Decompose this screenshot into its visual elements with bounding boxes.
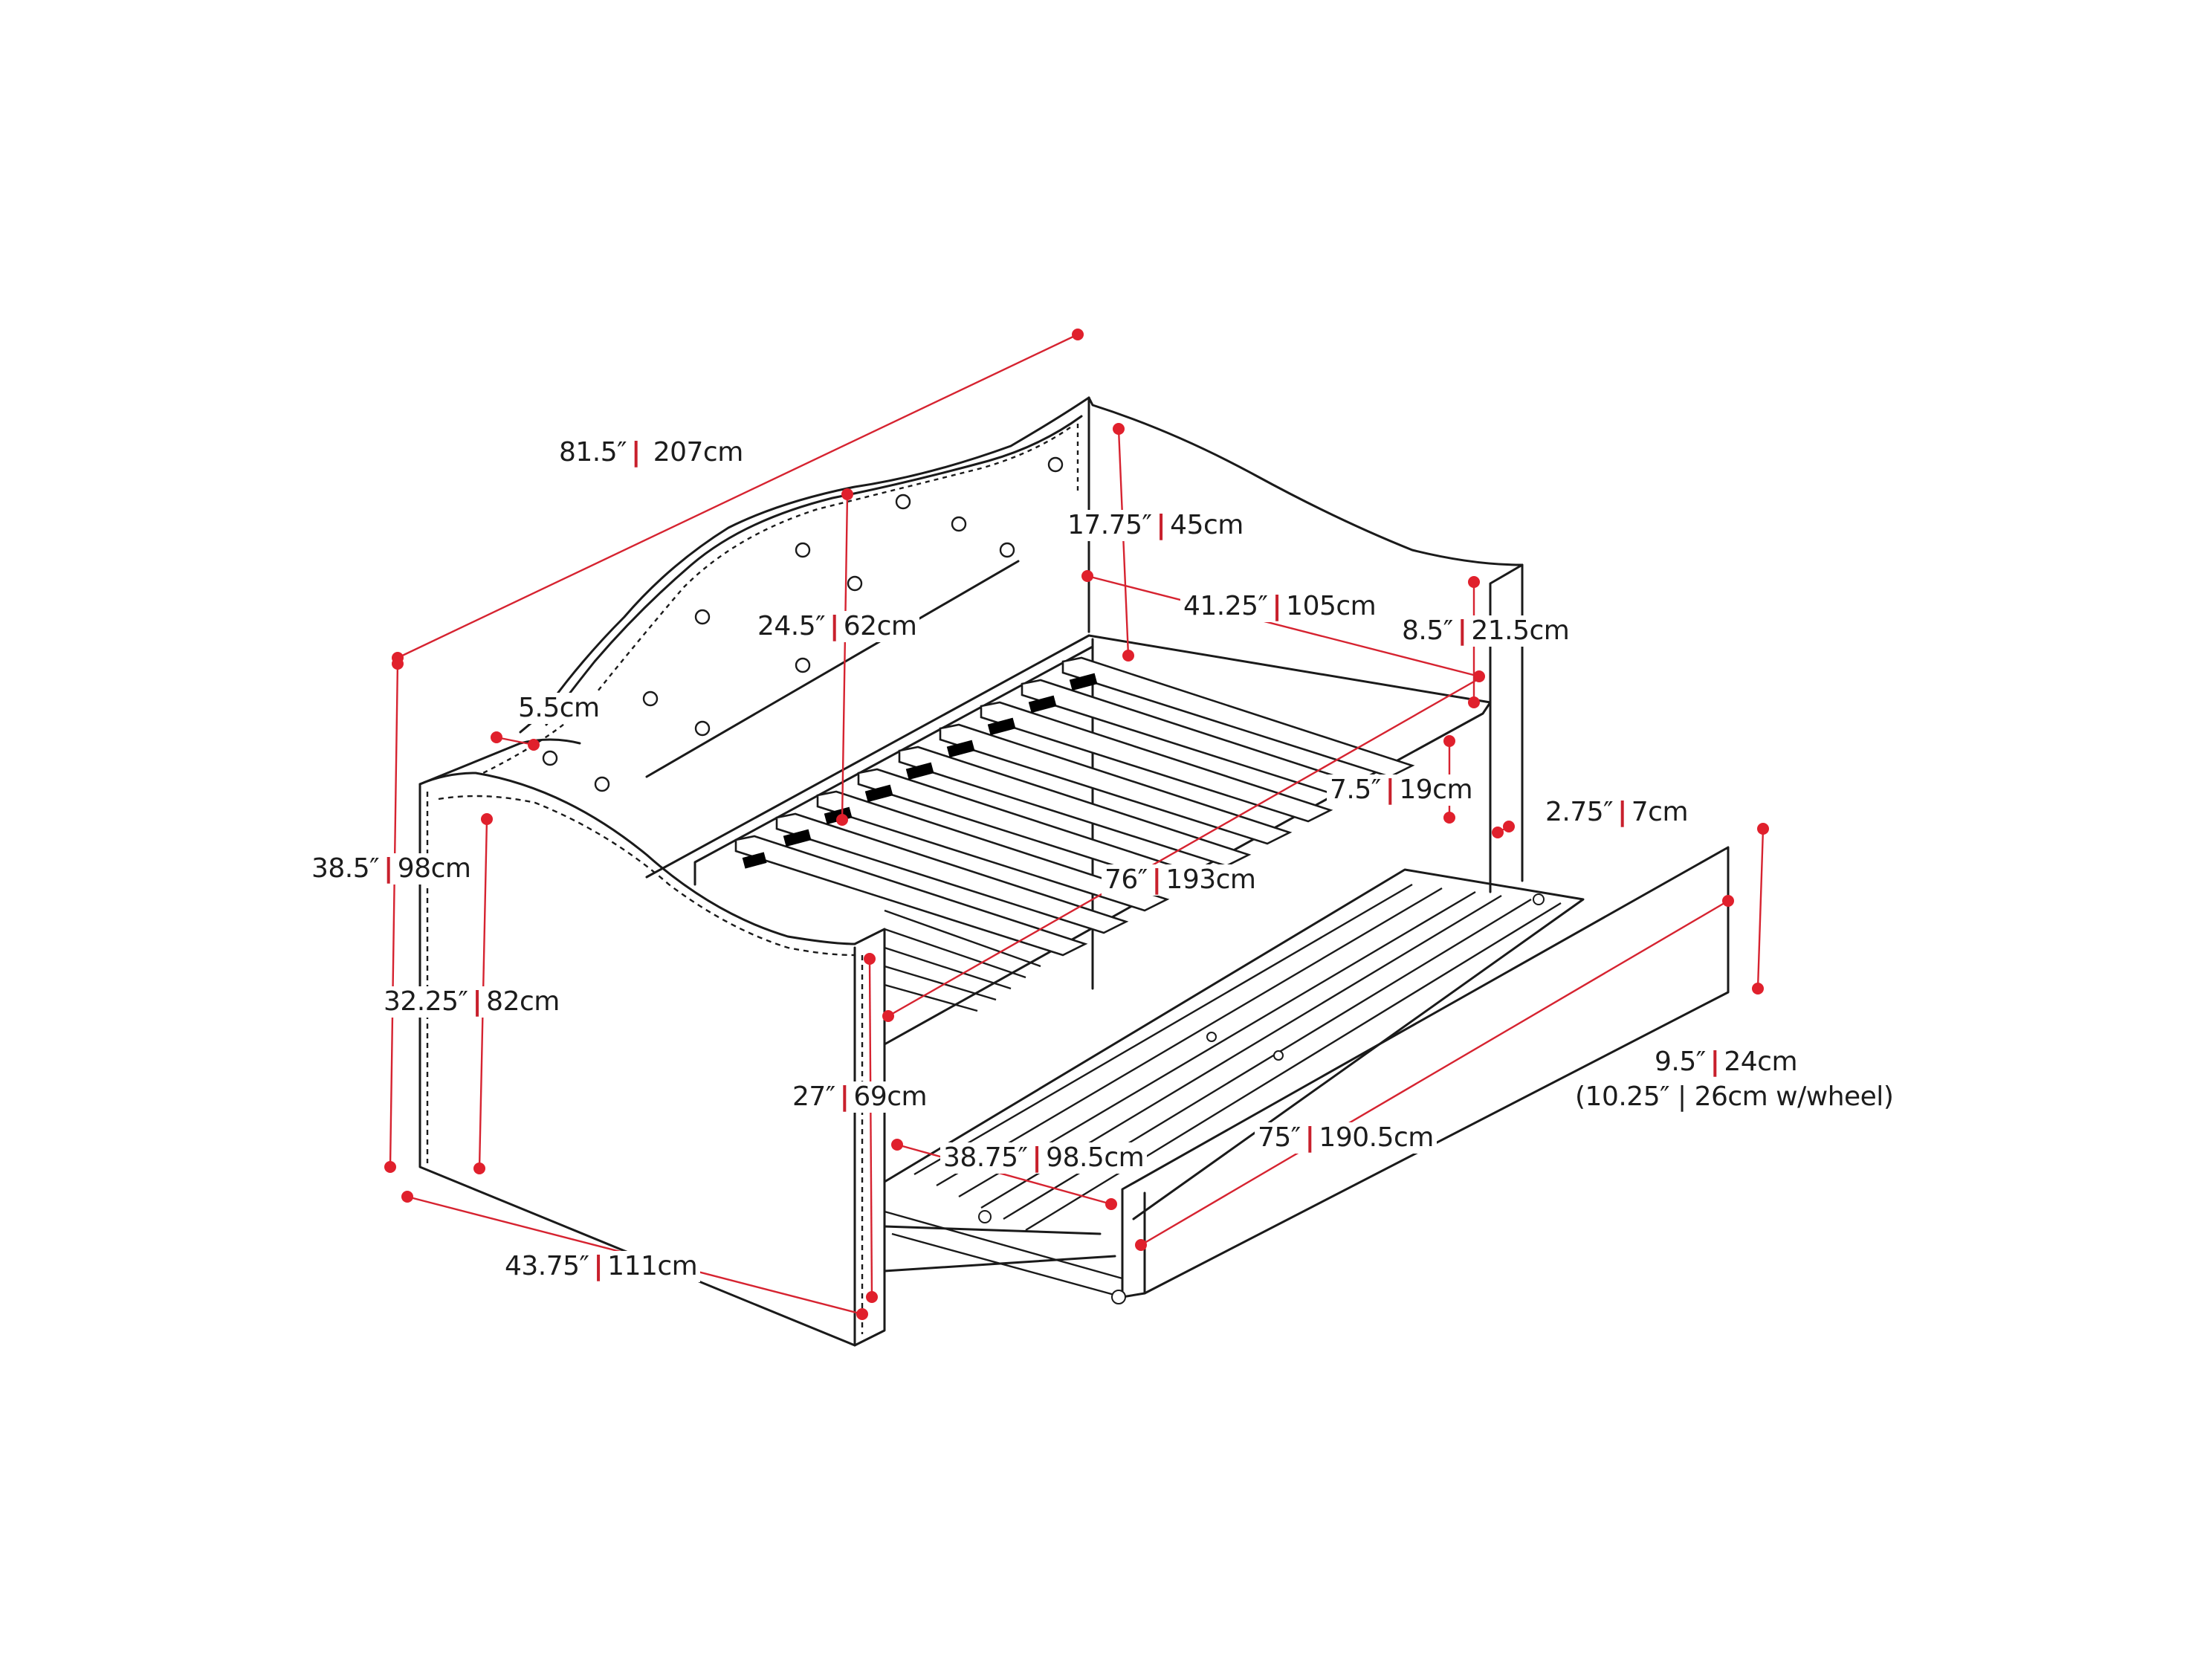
dim-label-trundle-length: 75″|190.5cm bbox=[1255, 1122, 1437, 1154]
dim-label-trundle-height: 9.5″|24cm bbox=[1652, 1047, 1801, 1078]
dim-label-inner-length: 76″|193cm bbox=[1102, 864, 1259, 896]
trundle bbox=[883, 846, 1730, 1304]
dim-label-trundle-width: 38.75″|98.5cm bbox=[940, 1142, 1148, 1174]
dim-label-overall-height: 38.5″|98cm bbox=[308, 853, 474, 885]
dim-label-arm-front-height: 27″|69cm bbox=[789, 1081, 931, 1113]
dim-label-trundle-wheel-note: (10.25″ | 26cm w/wheel) bbox=[1572, 1081, 1897, 1113]
tufted-buttons bbox=[542, 456, 1064, 792]
dim-label-leg-clearance: 2.75″|7cm bbox=[1542, 797, 1692, 828]
far-arm-panel bbox=[519, 396, 1524, 893]
dim-label-overall-length: 81.5″| 207cm bbox=[556, 437, 746, 468]
dim-label-side-rail-height: 7.5″|19cm bbox=[1327, 774, 1476, 806]
dim-label-inner-width: 41.25″|105cm bbox=[1180, 591, 1380, 622]
deck-slats bbox=[693, 645, 1492, 1046]
dim-label-overall-depth: 43.75″|111cm bbox=[502, 1251, 701, 1282]
dim-label-arm-height: 32.25″|82cm bbox=[381, 986, 563, 1018]
dim-label-back-height: 17.75″|45cm bbox=[1064, 510, 1246, 541]
dim-label-arm-above-deck: 24.5″|62cm bbox=[754, 611, 920, 642]
dim-label-back-rail-height: 8.5″|21.5cm bbox=[1399, 615, 1573, 647]
dimension-lines bbox=[384, 329, 1769, 1320]
dim-label-arm-thickness: 5.5cm bbox=[515, 693, 603, 724]
